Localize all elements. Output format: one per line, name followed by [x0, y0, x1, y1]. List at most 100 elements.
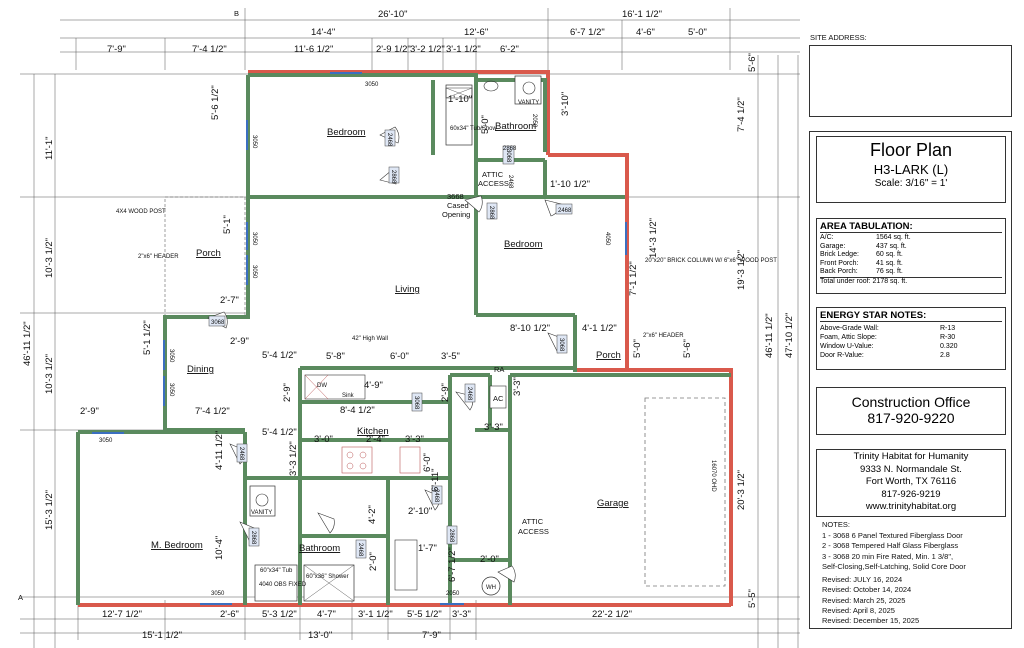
shower-label: 60"x36" Shower: [306, 574, 349, 580]
ra-label: RA: [494, 365, 504, 374]
site-address-label: SITE ADDRESS:: [810, 33, 867, 42]
fixtures: [249, 75, 542, 602]
org-street: 9333 N. Normandale St.: [860, 463, 962, 475]
org-name: Trinity Habitat for Humanity: [853, 451, 969, 462]
svg-text:5'-6 1/2": 5'-6 1/2": [210, 85, 221, 120]
area-row: Back Porch:76 sq. ft.: [820, 268, 903, 276]
cased-opening-1: 3668: [447, 192, 464, 201]
window-tag: 3050: [168, 349, 174, 363]
svg-text:3'-3": 3'-3": [405, 434, 424, 445]
door-tag: 2468: [386, 133, 392, 147]
area-heading: AREA TABULATION:: [820, 221, 1002, 233]
svg-text:3'-2 1/2": 3'-2 1/2": [410, 44, 445, 55]
window-tag: 4050: [604, 232, 610, 246]
window-tag: 2050: [446, 591, 460, 597]
svg-text:2'-9": 2'-9": [282, 383, 293, 402]
svg-text:19'-3 1/2": 19'-3 1/2": [736, 250, 747, 290]
svg-text:4'-1 1/2": 4'-1 1/2": [582, 323, 617, 334]
scale-label: Scale: 3/16" = 1': [874, 178, 948, 189]
svg-text:15'-1 1/2": 15'-1 1/2": [142, 630, 182, 641]
floor-plan-title: Floor Plan: [869, 140, 953, 160]
door-tag: 2468: [507, 175, 513, 189]
window-tag: 3050: [168, 383, 174, 397]
svg-text:2'-9": 2'-9": [440, 383, 451, 402]
revision-item: Revised: March 25, 2025: [822, 595, 906, 605]
tub-label-1: 60x34" Tub/Show: [450, 126, 497, 132]
svg-text:47'-10 1/2": 47'-10 1/2": [784, 313, 795, 358]
window-tags: 3050 3050 3050 3050 4050 3050 3050 3050 …: [99, 82, 610, 597]
plan-name: H3-LARK (L): [873, 162, 949, 177]
org-city: Fort Worth, TX 76116: [865, 476, 957, 487]
svg-text:8'-10 1/2": 8'-10 1/2": [510, 323, 550, 334]
room-bathroom-1: Bathroom: [495, 121, 536, 132]
svg-text:16'-1 1/2": 16'-1 1/2": [622, 9, 662, 20]
door-tag: 2468: [357, 543, 363, 557]
svg-text:6'-2": 6'-2": [500, 44, 519, 55]
svg-text:4'-7": 4'-7": [317, 609, 336, 620]
area-row: Front Porch:41 sq. ft.: [820, 259, 903, 267]
svg-text:7'-4 1/2": 7'-4 1/2": [736, 97, 747, 132]
svg-text:6'-7 1/2": 6'-7 1/2": [570, 27, 605, 38]
door-tag: 2868: [503, 146, 517, 152]
svg-text:10'-3 1/2": 10'-3 1/2": [44, 354, 55, 394]
room-kitchen: Kitchen: [357, 426, 389, 437]
energy-star-box: ENERGY STAR NOTES: Above-Grade Wall:R-13…: [816, 307, 1006, 370]
brick-column-label: 20"x20" BRICK COLUMN W/ 6"x6" WOOD POST: [645, 258, 777, 264]
svg-text:6'-7 1/2": 6'-7 1/2": [447, 547, 458, 582]
svg-text:15'-3 1/2": 15'-3 1/2": [44, 490, 55, 530]
svg-text:3'-1 1/2": 3'-1 1/2": [358, 609, 393, 620]
svg-text:7'-9": 7'-9": [422, 630, 441, 641]
header-label-2: 2"x6" HEADER: [643, 333, 684, 339]
svg-text:14'-3 1/2": 14'-3 1/2": [648, 218, 659, 258]
energy-row: Door R-Value:2.8: [820, 352, 950, 359]
svg-text:3'-3": 3'-3": [452, 609, 471, 620]
area-row: Brick Ledge:60 sq. ft.: [820, 251, 903, 259]
svg-text:5'-4 1/2": 5'-4 1/2": [262, 350, 297, 361]
room-porch-front: Porch: [196, 248, 221, 259]
window-symbols: [92, 72, 627, 605]
svg-text:5'-0": 5'-0": [480, 115, 491, 134]
svg-text:5'-8": 5'-8": [326, 351, 345, 362]
svg-text:1'-10 1/2": 1'-10 1/2": [550, 179, 590, 190]
svg-text:11'-6 1/2": 11'-6 1/2": [294, 44, 333, 55]
ohd-label: 16070 OHD: [710, 460, 716, 492]
area-total: Total under roof: 2178 sq. ft.: [820, 276, 1002, 287]
room-bathroom-2: Bathroom: [299, 543, 340, 554]
svg-text:10'-4": 10'-4": [214, 536, 225, 560]
window-tag: 3050: [99, 438, 113, 444]
svg-text:12'-7 1/2": 12'-7 1/2": [102, 609, 142, 620]
svg-text:3'-1 1/2": 3'-1 1/2": [446, 44, 481, 55]
svg-text:6'-0": 6'-0": [422, 453, 433, 472]
org-web: www.trinityhabitat.org: [865, 501, 957, 512]
revision-item: Revised: December 15, 2025: [822, 616, 920, 626]
vanity-2: VANITY: [251, 510, 272, 516]
room-bedroom-2: Bedroom: [504, 239, 543, 250]
svg-text:14'-4": 14'-4": [311, 27, 335, 38]
svg-text:2'-4": 2'-4": [366, 434, 385, 445]
dimensions-left: 11'-1" 10'-3 1/2" 46'-11 1/2" 10'-3 1/2"…: [22, 85, 233, 530]
revisions-section: Revised: JULY 16, 2024 Revised: October …: [822, 575, 919, 626]
attic-access-1b: ACCESS: [478, 179, 509, 188]
svg-text:3'-10": 3'-10": [560, 92, 571, 116]
door-tag: 2868: [390, 170, 396, 184]
svg-text:6'-11": 6'-11": [430, 469, 441, 493]
title-block: [809, 131, 1012, 629]
dimensions-bottom: 12'-7 1/2" 2'-6" 5'-3 1/2" 4'-7" 3'-1 1/…: [102, 609, 632, 641]
tub-label-2: 60"x34" Tub: [260, 568, 293, 574]
room-bedroom-1: Bedroom: [327, 127, 366, 138]
svg-text:4'-2": 4'-2": [367, 505, 378, 524]
svg-text:8'-4 1/2": 8'-4 1/2": [340, 405, 375, 416]
svg-text:2'-6": 2'-6": [220, 609, 239, 620]
revision-item: Revised: JULY 16, 2024: [822, 575, 903, 584]
sink-label: Sink: [342, 393, 355, 399]
svg-text:6'-0": 6'-0": [390, 351, 409, 362]
svg-text:1'-7": 1'-7": [418, 543, 437, 554]
header-label-1: 2"x6" HEADER: [138, 254, 179, 260]
site-address-box: [809, 45, 1012, 117]
svg-text:2'-0": 2'-0": [480, 554, 499, 565]
window-tag: 3050: [251, 265, 257, 279]
cased-opening-3: Opening: [442, 210, 470, 219]
grid-label-b: B: [234, 9, 239, 18]
dimensions-top: 26'-10" 16'-1 1/2" 14'-4" 12'-6" 6'-7 1/…: [107, 9, 758, 72]
door-tag: 3068: [413, 396, 419, 410]
